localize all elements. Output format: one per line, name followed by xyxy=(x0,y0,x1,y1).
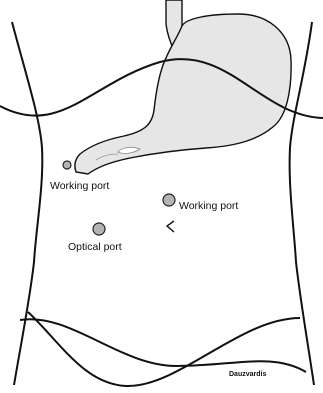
torso-left-outline xyxy=(12,22,42,385)
stomach-body xyxy=(75,14,291,174)
optical-port-marker xyxy=(93,223,105,235)
working-port-right-label: Working port xyxy=(179,200,238,212)
torso-right-outline xyxy=(290,22,314,385)
working-port-right-marker xyxy=(163,194,175,206)
pelvic-curve-inner xyxy=(20,319,306,372)
working-port-left-marker xyxy=(63,161,71,169)
working-port-left-label: Working port xyxy=(50,180,109,192)
optical-port-label: Optical port xyxy=(68,241,122,253)
incision-mark-icon xyxy=(167,221,174,232)
signature-text: Dauzvardis xyxy=(229,371,266,378)
